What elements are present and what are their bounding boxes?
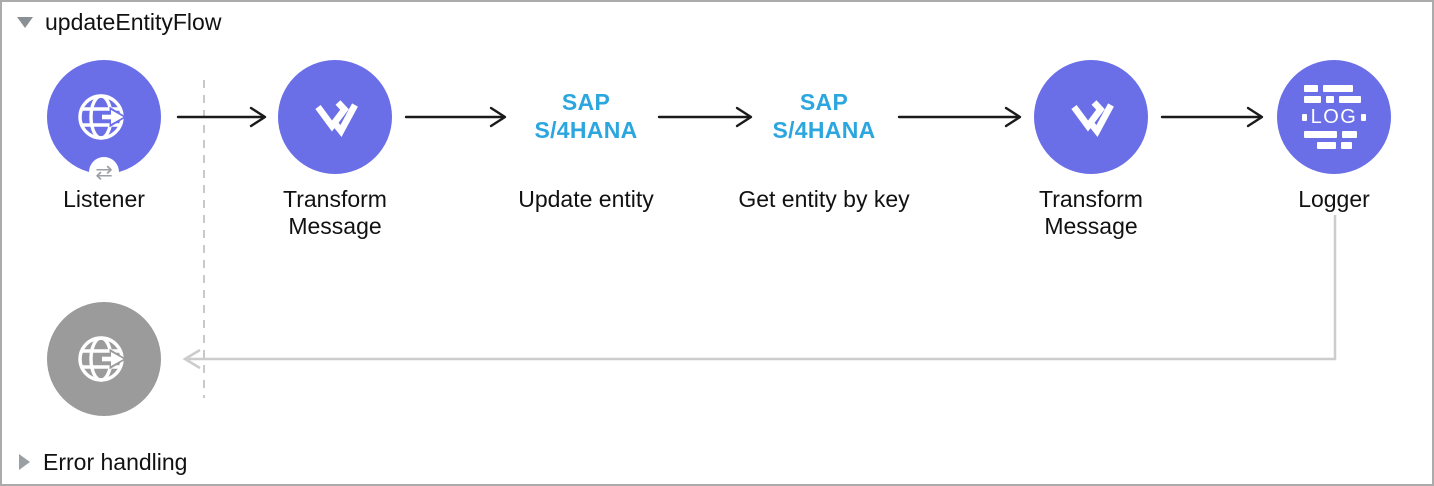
node-label-update-entity: Update entity — [518, 186, 654, 212]
node-logger[interactable]: LOG Logger — [1277, 60, 1391, 212]
two-way-arrows-icon: ⇄ — [95, 160, 113, 184]
node-label-logger: Logger — [1298, 186, 1370, 212]
node-label-get-entity-by-key: Get entity by key — [738, 186, 910, 212]
collapse-triangle-icon[interactable] — [17, 16, 33, 28]
error-handling-label: Error handling — [43, 449, 188, 475]
log-text: LOG — [1310, 106, 1358, 128]
flow-header[interactable]: updateEntityFlow — [17, 9, 221, 35]
sap-connector-line1: SAP — [561, 89, 611, 115]
error-handling-section[interactable]: Error handling — [19, 449, 187, 475]
listener-exchange-badge: ⇄ — [89, 157, 119, 187]
node-listener[interactable]: ⇄ Listener — [47, 60, 161, 212]
logger-icon[interactable]: LOG — [1277, 60, 1391, 174]
node-label-transform-message-2: Transform Message — [1039, 186, 1143, 239]
sap-connector-line2: S/4HANA — [772, 117, 876, 143]
sap-connector-line1: SAP — [799, 89, 849, 115]
transform-message-icon[interactable] — [1034, 60, 1148, 174]
dataweave-checks-icon — [315, 100, 358, 137]
globe-arrow-icon — [78, 336, 127, 382]
node-listener-response-disabled[interactable] — [47, 302, 161, 416]
node-label-listener: Listener — [63, 186, 145, 212]
log-lines-icon: LOG — [1301, 85, 1367, 149]
http-listener-response-icon[interactable] — [47, 302, 161, 416]
node-label-transform-message-1: Transform Message — [283, 186, 387, 239]
dataweave-checks-icon — [1071, 100, 1114, 137]
http-listener-icon[interactable]: ⇄ — [47, 60, 161, 187]
globe-arrow-icon — [78, 94, 127, 140]
sap-connector-line2: S/4HANA — [534, 117, 638, 143]
sap-s4hana-connector-icon[interactable]: SAP S/4HANA — [739, 88, 909, 144]
node-transform-message-1[interactable]: Transform Message — [278, 60, 392, 239]
flow-title: updateEntityFlow — [45, 9, 222, 35]
sap-s4hana-connector-icon[interactable]: SAP S/4HANA — [501, 88, 671, 144]
node-transform-message-2[interactable]: Transform Message — [1034, 60, 1148, 239]
transform-message-icon[interactable] — [278, 60, 392, 174]
expand-triangle-icon[interactable] — [19, 454, 30, 470]
